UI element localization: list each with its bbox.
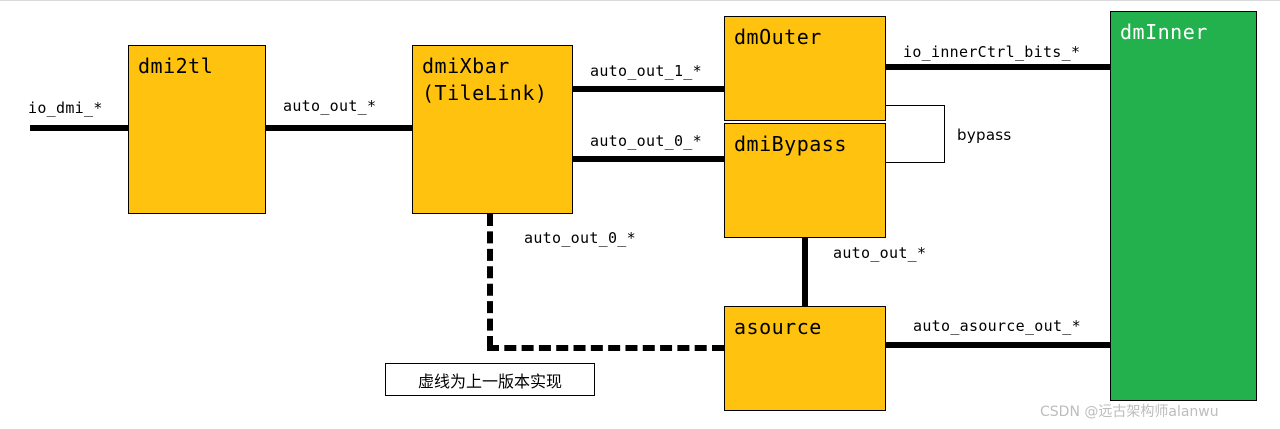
box-dmi2tl: dmi2tl [128, 45, 266, 214]
edge-io-dmi [30, 125, 128, 131]
label-io-innerctrl-bits: io_innerCtrl_bits_* [903, 43, 1081, 61]
edge-dmixbar-to-dmibypass [573, 156, 724, 162]
legend-box: 虚线为上一版本实现 [385, 363, 595, 396]
box-dmixbar: dmiXbar (TileLink) [412, 45, 573, 214]
box-dmouter-label: dmOuter [734, 25, 822, 49]
box-dmi2tl-label: dmi2tl [138, 54, 214, 78]
label-bypass: bypass [957, 126, 1012, 144]
label-auto-asource-out: auto_asource_out_* [913, 317, 1081, 335]
box-dmibypass-label: dmiBypass [734, 132, 847, 156]
box-dmibypass: dmiBypass [724, 123, 886, 238]
box-dmixbar-sublabel: (TileLink) [422, 81, 548, 105]
legend-text: 虚线为上一版本实现 [417, 371, 562, 391]
label-auto-out-0: auto_out_0_* [590, 132, 702, 150]
box-dminner-label: dmInner [1120, 20, 1208, 44]
edge-asource-to-dminner [886, 342, 1110, 348]
label-auto-out-1: auto_out_1_* [590, 62, 702, 80]
box-dmouter: dmOuter [724, 16, 886, 121]
bypass-bracket [886, 105, 945, 163]
edge-dmouter-to-dminner [886, 64, 1110, 70]
box-dmixbar-label: dmiXbar [422, 54, 510, 78]
box-dminner: dmInner [1110, 11, 1257, 401]
edge-dmi2tl-to-dmixbar [266, 125, 412, 131]
dashed-edge-horizontal [487, 345, 724, 351]
label-auto-out-bypass: auto_out_* [833, 244, 927, 262]
label-auto-out-0-dashed: auto_out_0_* [524, 229, 636, 247]
edge-dmixbar-to-dmouter [573, 86, 724, 92]
watermark-text: CSDN @远古架构师alanwu [1040, 404, 1219, 420]
edge-dmibypass-to-asource [802, 238, 808, 306]
label-io-dmi: io_dmi_* [28, 99, 103, 117]
box-asource-label: asource [734, 315, 822, 339]
dashed-edge-vertical [487, 214, 493, 348]
box-asource: asource [724, 306, 886, 411]
label-auto-out-left: auto_out_* [283, 97, 377, 115]
